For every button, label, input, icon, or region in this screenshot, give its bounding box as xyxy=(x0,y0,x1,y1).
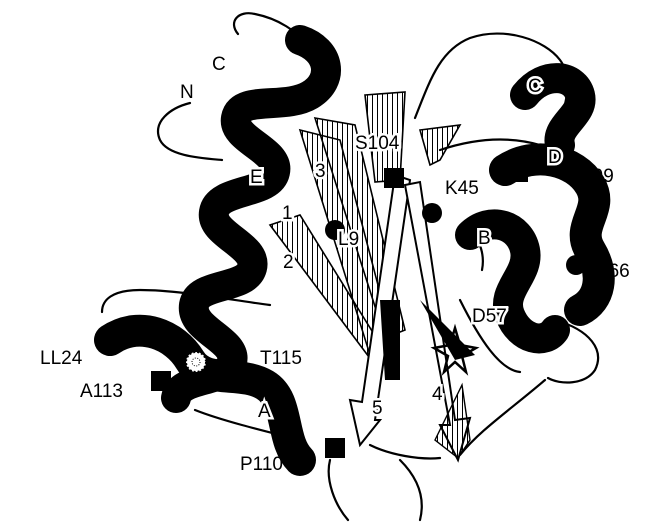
label-strand-4: 4 xyxy=(432,384,443,405)
label-l66: L66 xyxy=(598,261,630,282)
label-strand-3: 3 xyxy=(315,161,326,182)
label-c-terminus: C xyxy=(212,54,226,75)
marker-l66 xyxy=(566,255,586,275)
marker-t115 xyxy=(219,344,239,364)
label-strand-1: 1 xyxy=(282,203,293,224)
label-k45: K45 xyxy=(445,178,479,199)
marker-s104 xyxy=(384,168,404,188)
label-l9: L9 xyxy=(338,229,359,250)
label-p110: P110 xyxy=(240,454,283,475)
marker-k45 xyxy=(422,203,442,223)
label-helix-c: C xyxy=(528,76,542,97)
label-helix-e: E xyxy=(250,167,263,188)
label-t115: T115 xyxy=(260,348,302,369)
label-a113: A113 xyxy=(80,381,123,402)
marker-p110 xyxy=(325,438,345,458)
label-s104: S104 xyxy=(355,133,400,154)
label-strand-5: 5 xyxy=(372,398,383,419)
label-ll24: LL24 xyxy=(40,348,83,369)
marker-a99 xyxy=(508,162,528,182)
label-a99: A99 xyxy=(580,166,614,187)
label-d57: D57 xyxy=(472,306,507,327)
label-strand-2: 2 xyxy=(283,252,294,273)
label-n-terminus: N xyxy=(180,82,194,103)
marker-ll24 xyxy=(186,352,206,372)
marker-a113 xyxy=(151,371,171,391)
label-helix-a: A xyxy=(258,401,271,422)
label-helix-d: D xyxy=(548,147,562,168)
label-helix-b: B xyxy=(478,228,491,249)
